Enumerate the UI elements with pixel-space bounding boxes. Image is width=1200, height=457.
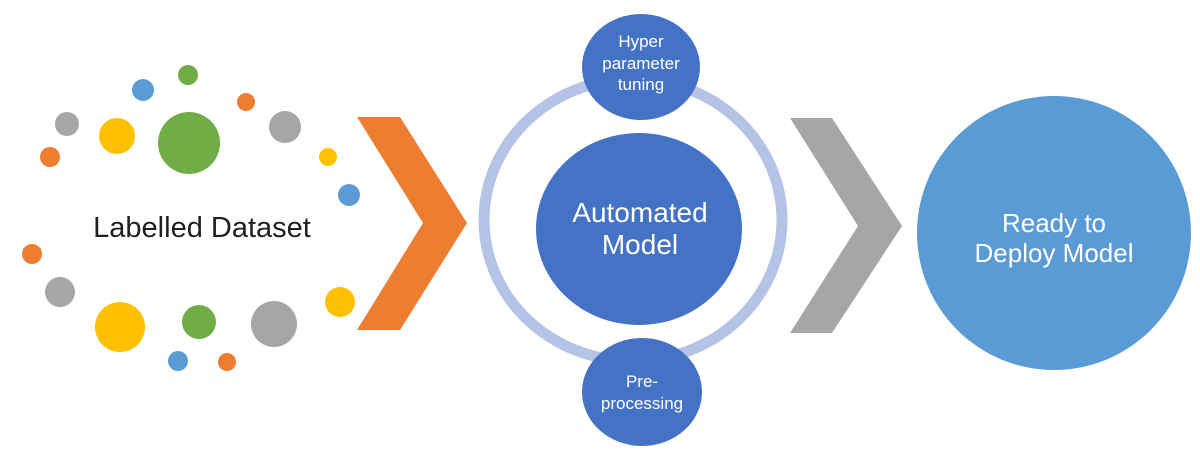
automated-model-group: Automated Model Hyper parameter tuning P… — [478, 14, 788, 446]
dataset-dot — [182, 305, 216, 339]
preprocessing-shape — [582, 338, 702, 446]
dataset-dot — [40, 147, 60, 167]
dataset-dot — [132, 79, 154, 101]
automated-model-label-line2: Model — [602, 229, 678, 260]
hyperparameter-tuning-circle: Hyper parameter tuning — [582, 14, 700, 120]
dataset-dot — [218, 353, 236, 371]
automated-model-label-line1: Automated — [572, 197, 707, 228]
hyperparameter-tuning-label-line3: tuning — [618, 75, 664, 94]
preprocessing-circle: Pre- processing — [582, 338, 702, 446]
preprocessing-label-line2: processing — [601, 394, 683, 413]
dataset-dot — [325, 287, 355, 317]
hyperparameter-tuning-label-line1: Hyper — [618, 32, 664, 51]
dataset-dot — [55, 112, 79, 136]
dataset-dot — [99, 118, 135, 154]
ready-to-deploy-group: Ready to Deploy Model — [917, 96, 1191, 370]
dataset-dot — [168, 351, 188, 371]
dataset-dot — [22, 244, 42, 264]
chevron-arrow-orange-icon — [357, 117, 467, 330]
dataset-dot — [45, 277, 75, 307]
labelled-dataset-cluster: Labelled Dataset — [22, 65, 360, 371]
hyperparameter-tuning-shape — [582, 14, 700, 120]
preprocessing-label-line1: Pre- — [626, 372, 658, 391]
dataset-dot — [319, 148, 337, 166]
hyperparameter-tuning-label-line2: parameter — [602, 54, 680, 73]
ready-to-deploy-circle — [917, 96, 1191, 370]
dataset-dot — [158, 112, 220, 174]
ready-to-deploy-label-line1: Ready to — [1002, 208, 1106, 238]
dataset-dot — [178, 65, 198, 85]
dataset-dot — [338, 184, 360, 206]
labelled-dataset-label: Labelled Dataset — [93, 212, 311, 244]
ready-to-deploy-label-line2: Deploy Model — [975, 238, 1134, 268]
dataset-dot — [251, 301, 297, 347]
dataset-dot — [237, 93, 255, 111]
automated-model-circle — [536, 133, 742, 325]
chevron-arrow-gray-icon — [790, 118, 902, 333]
dataset-dot — [269, 111, 301, 143]
dataset-dot — [95, 302, 145, 352]
